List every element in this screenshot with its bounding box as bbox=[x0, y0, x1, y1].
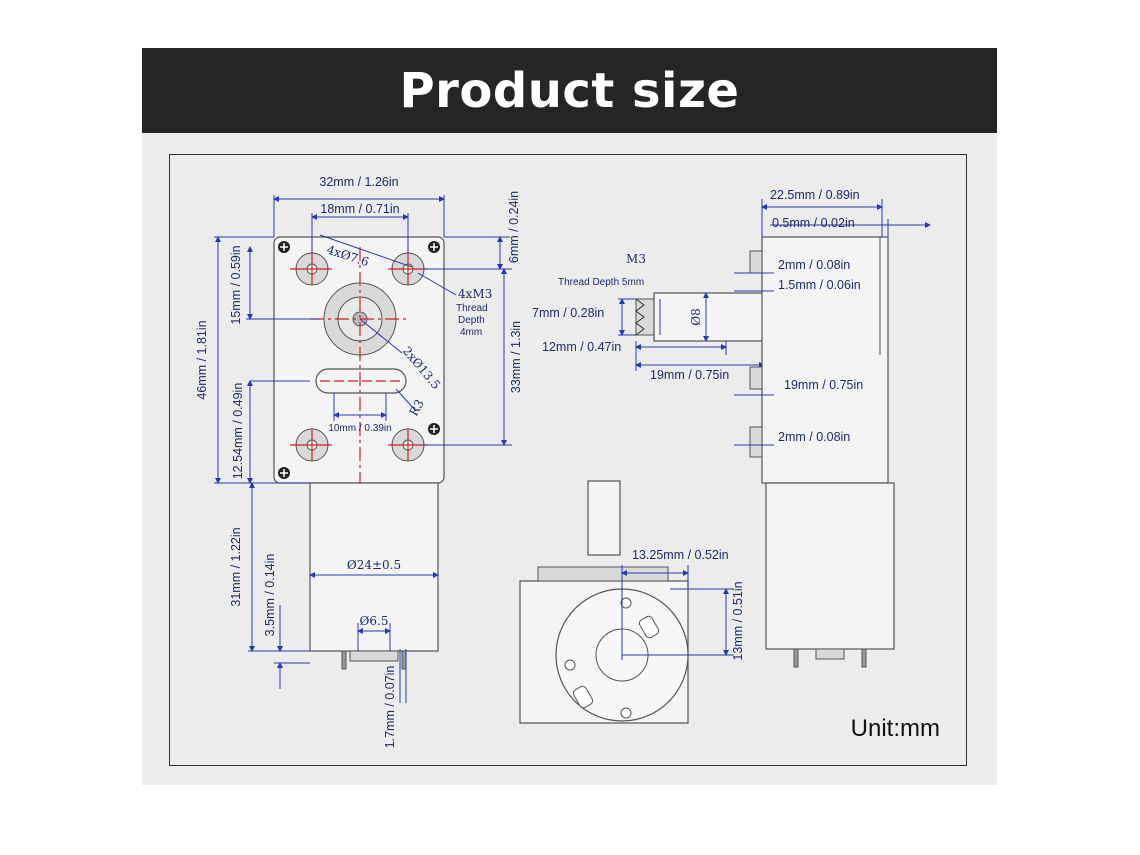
dim-slot-offset: 12.54mm / 0.49in bbox=[231, 383, 245, 480]
dim-motor-diameter: Ø24±0.5 bbox=[347, 558, 401, 572]
side-view: 22.5mm / 0.89in 0.5mm / 0.02in 2mm / 0.0… bbox=[734, 188, 931, 668]
side-step-a bbox=[749, 250, 763, 274]
dim-height-total: 46mm / 1.81in bbox=[195, 320, 209, 399]
bottom-view: 13.25mm / 0.52in 13mm / 0.51in bbox=[519, 480, 745, 724]
motor-terminal-base bbox=[349, 650, 399, 662]
side-motor bbox=[765, 482, 895, 650]
dim-top-offset: 6mm / 0.24in bbox=[507, 191, 521, 263]
side-step-c bbox=[749, 426, 763, 458]
side-gearbox bbox=[761, 236, 889, 484]
technical-drawing-frame: 32mm / 1.26in 18mm / 0.71in 46mm / 1.81i… bbox=[169, 154, 967, 766]
header-bar: Product size bbox=[142, 48, 997, 133]
unit-label: Unit:mm bbox=[850, 715, 940, 742]
dim-terminal-diameter: Ø6.5 bbox=[360, 614, 389, 628]
dimension-drawing: 32mm / 1.26in 18mm / 0.71in 46mm / 1.81i… bbox=[195, 175, 931, 748]
dim-shaft-length-b: 19mm / 0.75in bbox=[650, 368, 729, 382]
side-step-b bbox=[749, 366, 763, 390]
dim-slot-length: 10mm / 0.39in bbox=[328, 423, 391, 434]
dim-side-step-a: 2mm / 0.08in bbox=[778, 258, 850, 272]
dim-bottom-offset-v: 13mm / 0.51in bbox=[731, 581, 745, 660]
dim-side-step-b: 1.5mm / 0.06in bbox=[778, 278, 861, 292]
product-size-panel: Product size bbox=[142, 48, 997, 785]
dim-width-total: 32mm / 1.26in bbox=[319, 175, 398, 189]
dim-motor-length: 31mm / 1.22in bbox=[229, 527, 243, 606]
note-thread-3: Depth bbox=[458, 315, 485, 326]
shaft-body bbox=[653, 292, 765, 342]
dim-side-shaft: 19mm / 0.75in bbox=[784, 378, 863, 392]
dim-side-lip: 0.5mm / 0.02in bbox=[772, 216, 855, 230]
dim-side-step-c: 2mm / 0.08in bbox=[778, 430, 850, 444]
shaft-thread bbox=[635, 298, 655, 336]
dim-shaft-offset: 15mm / 0.59in bbox=[229, 245, 243, 324]
note-thread-2: Thread bbox=[456, 303, 488, 314]
dim-terminal-offset: 3.5mm / 0.14in bbox=[263, 554, 277, 637]
bottom-flange bbox=[537, 566, 669, 582]
note-thread-1: 4xM3 bbox=[458, 287, 492, 301]
motor-can bbox=[309, 482, 439, 652]
page-title: Product size bbox=[399, 62, 740, 119]
bottom-shaft bbox=[587, 480, 621, 556]
slot bbox=[315, 368, 407, 394]
note-thread-depth: Thread Depth 5mm bbox=[558, 277, 644, 288]
dim-hole-spacing-top: 18mm / 0.71in bbox=[320, 202, 399, 216]
dim-side-depth: 22.5mm / 0.89in bbox=[770, 188, 860, 202]
dim-shaft-length-a: 12mm / 0.47in bbox=[542, 340, 621, 354]
shaft-detail: M3 Thread Depth 5mm 7mm / 0.28in Ø8 12mm… bbox=[532, 252, 765, 382]
dim-terminal-thickness: 1.7mm / 0.07in bbox=[383, 666, 397, 749]
front-view: 32mm / 1.26in 18mm / 0.71in 46mm / 1.81i… bbox=[195, 175, 523, 748]
dim-shaft-diameter: Ø8 bbox=[689, 308, 703, 325]
note-shaft-thread: M3 bbox=[626, 252, 646, 266]
dim-hole-spacing-vertical: 33mm / 1.3in bbox=[509, 321, 523, 393]
note-thread-4: 4mm bbox=[460, 327, 482, 338]
dim-flat-width: 7mm / 0.28in bbox=[532, 306, 604, 320]
dim-bottom-offset-h: 13.25mm / 0.52in bbox=[632, 548, 729, 562]
